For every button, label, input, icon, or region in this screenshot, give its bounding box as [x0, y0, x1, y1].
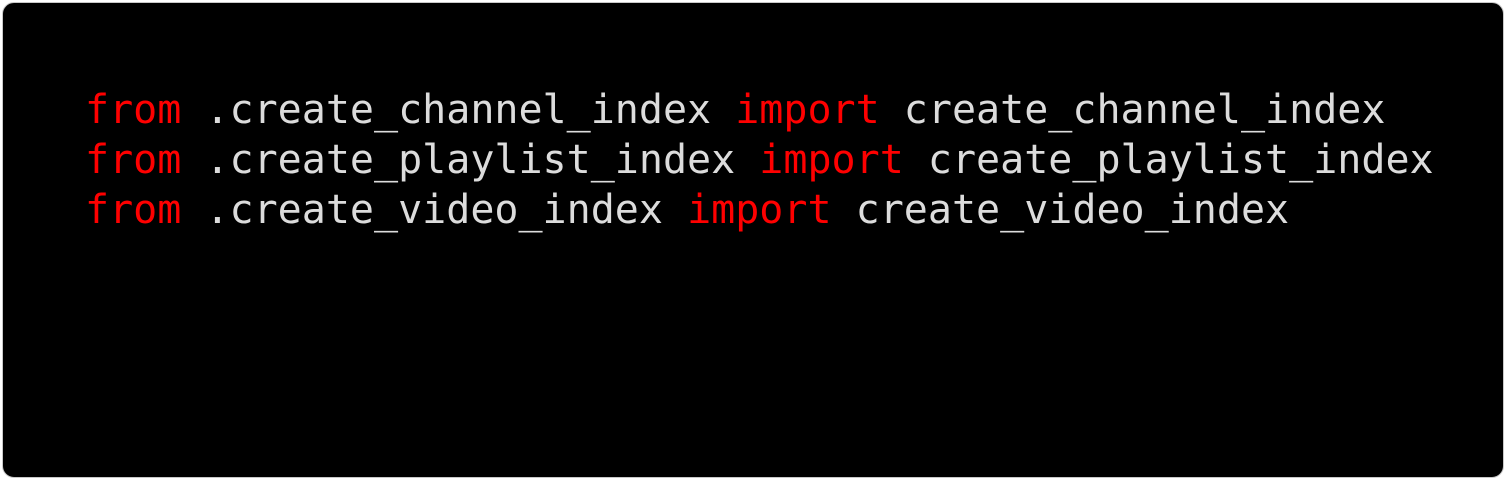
code-block: from .create_channel_index import create… — [85, 85, 1434, 235]
imported-name: create_video_index — [831, 187, 1290, 233]
module-path: .create_video_index — [181, 187, 688, 233]
keyword-import: import — [735, 87, 880, 133]
code-line: from .create_playlist_index import creat… — [85, 135, 1434, 185]
keyword-import: import — [687, 187, 832, 233]
imported-name: create_playlist_index — [903, 137, 1434, 183]
code-line: from .create_channel_index import create… — [85, 85, 1434, 135]
module-path: .create_playlist_index — [181, 137, 760, 183]
keyword-from: from — [85, 87, 182, 133]
code-line: from .create_video_index import create_v… — [85, 185, 1434, 235]
keyword-from: from — [85, 137, 182, 183]
module-path: .create_channel_index — [181, 87, 736, 133]
imported-name: create_channel_index — [879, 87, 1386, 133]
keyword-import: import — [759, 137, 904, 183]
keyword-from: from — [85, 187, 182, 233]
